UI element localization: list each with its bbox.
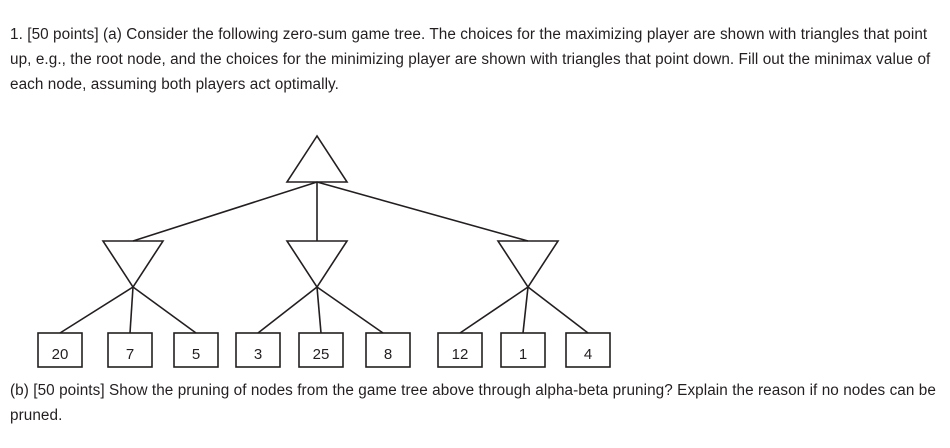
question-1-part-b-text: (b) [50 points] Show the pruning of node… <box>10 381 936 424</box>
leaf-box-3 <box>173 332 219 368</box>
leaf-value-6: 8 <box>384 346 392 363</box>
min-triangle-3-icon <box>496 240 560 289</box>
leaf-value-5: 25 <box>313 346 330 363</box>
leaf-box-1 <box>37 332 83 368</box>
edge-min-2-leaf-1 <box>257 286 318 334</box>
leaf-value-9: 4 <box>584 346 592 363</box>
leaf-box-8 <box>500 332 546 368</box>
min-triangle-1-icon <box>101 240 165 289</box>
leaf-box-7 <box>437 332 483 368</box>
leaf-box-4 <box>235 332 281 368</box>
leaf-value-2: 7 <box>126 346 134 363</box>
edge-root-to-min-1 <box>132 181 318 242</box>
edge-min-1-leaf-2 <box>129 286 134 333</box>
edge-min-3-leaf-1 <box>459 286 529 334</box>
leaf-box-2 <box>107 332 153 368</box>
edge-min-1-leaf-1 <box>59 286 134 334</box>
min-triangle-2-icon <box>285 240 349 289</box>
leaf-box-9 <box>565 332 611 368</box>
leaf-value-7: 12 <box>452 346 469 363</box>
game-tree-svg: 20 7 5 3 25 8 12 1 4 <box>37 134 611 368</box>
question-1-part-a-text: 1. [50 points] (a) Consider the followin… <box>10 26 931 93</box>
leaf-value-1: 20 <box>52 346 69 363</box>
root-max-triangle-icon <box>285 134 349 183</box>
leaf-box-5 <box>298 332 344 368</box>
edge-min-3-leaf-2 <box>522 286 529 333</box>
leaf-value-4: 3 <box>254 346 262 363</box>
leaf-box-6 <box>365 332 411 368</box>
edge-min-3-leaf-3 <box>527 286 589 334</box>
leaf-value-3: 5 <box>192 346 200 363</box>
edge-min-2-leaf-2 <box>316 286 322 333</box>
edge-min-2-leaf-3 <box>316 286 384 334</box>
edge-min-1-leaf-3 <box>132 286 197 334</box>
game-tree-figure: 20 7 5 3 25 8 12 1 4 <box>10 113 950 373</box>
edge-root-to-min-3 <box>316 181 529 242</box>
leaf-value-8: 1 <box>519 346 527 363</box>
